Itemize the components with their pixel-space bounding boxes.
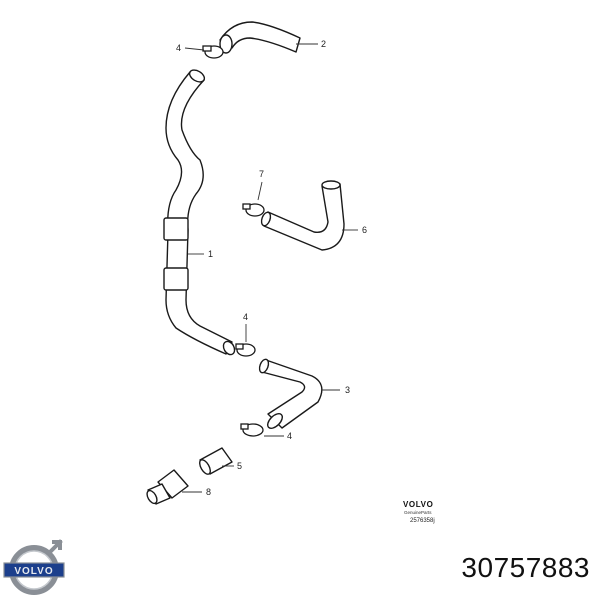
hose-part-6: [260, 180, 345, 251]
part-number: 30757883: [461, 552, 590, 583]
callout-labels: 2 4 7 6 1 4 3 4 5 8: [176, 39, 367, 497]
callout-4-bottom: 4: [287, 431, 292, 441]
hose-clamp-7: [242, 203, 265, 217]
volvo-logo: VOLVO: [3, 539, 65, 595]
genuine-parts-stamp: VOLVO GenuineParts 2576358j: [403, 500, 435, 524]
callout-3: 3: [345, 385, 350, 395]
hose-part-1: [163, 69, 236, 356]
connector-part-5: [199, 447, 233, 475]
leader-lines: [182, 43, 358, 493]
stamp-code: 2576358j: [410, 518, 435, 524]
callout-5: 5: [237, 461, 242, 471]
callout-4-middle: 4: [243, 312, 248, 322]
hose-clamp-4-top: [202, 45, 224, 59]
logo-text: VOLVO: [14, 566, 53, 577]
hose-part-2: [219, 21, 301, 54]
hose-clamp-4-middle: [235, 343, 256, 357]
stamp-brand: VOLVO: [403, 500, 433, 509]
callout-6: 6: [362, 225, 367, 235]
callout-8: 8: [206, 487, 211, 497]
fitting-part-8: [146, 469, 189, 505]
callout-1: 1: [208, 249, 213, 259]
hose-clamp-4-bottom: [240, 423, 264, 437]
callout-4-top: 4: [176, 43, 181, 53]
callout-7: 7: [259, 169, 264, 179]
stamp-subtitle: GenuineParts: [404, 510, 432, 515]
hose-part-3: [258, 358, 323, 429]
callout-2: 2: [321, 39, 326, 49]
